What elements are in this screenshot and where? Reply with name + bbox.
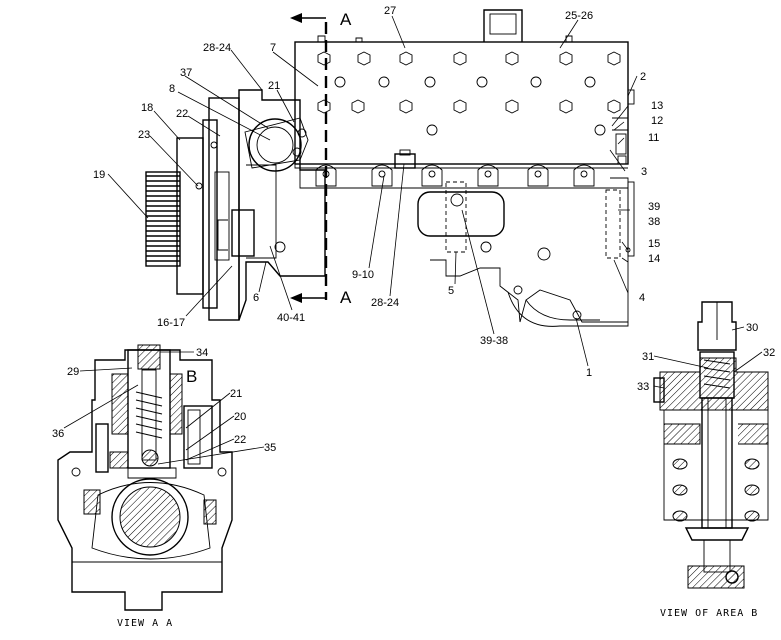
callout-33: 33 [637,381,649,393]
section-marks: A A B [186,10,352,386]
callout-12: 12 [651,115,663,127]
callout-labels: 27 25-26 7 28-24 2 37 21 8 18 22 13 12 1… [52,5,775,454]
callout-30: 30 [746,322,758,334]
callout-5: 5 [448,285,454,297]
pump-main-view [145,9,635,327]
flange-plate [176,137,204,295]
caption-view-aa: VIEW A A [117,618,173,629]
lower-cover [417,191,505,237]
caption-view-area-b: VIEW OF AREA B [660,608,758,619]
callout-22-aa: 22 [234,434,246,446]
callout-9-10: 9-10 [352,269,374,281]
callout-28-24-top: 28-24 [203,42,231,54]
callout-23: 23 [138,129,150,141]
callout-25-26: 25-26 [565,10,593,22]
section-mark-a-bottom: A [340,288,352,307]
callout-39-38: 39-38 [480,335,508,347]
callout-19: 19 [93,169,105,181]
callout-8: 8 [169,83,175,95]
view-aa-section [57,344,233,611]
callout-27: 27 [384,5,396,17]
callout-31: 31 [642,351,654,363]
housing-bolts [317,51,621,136]
callout-38-top: 38 [648,216,660,228]
callout-37: 37 [180,67,192,79]
callout-21-top: 21 [268,80,280,92]
view-captions: VIEW A A VIEW OF AREA B [117,608,758,629]
callout-11: 11 [648,132,659,144]
callout-3: 3 [641,166,647,178]
callout-29: 29 [67,366,79,378]
leader-lines [63,15,763,465]
section-mark-b: B [186,367,197,386]
callout-15: 15 [648,238,660,250]
callout-28-24-bottom: 28-24 [371,297,399,309]
callout-4: 4 [639,292,645,304]
section-mark-a-top: A [340,10,352,29]
callout-2: 2 [640,71,646,83]
callout-1: 1 [586,367,592,379]
callout-32: 32 [763,347,775,359]
callout-22-top: 22 [176,108,188,120]
callout-16-17: 16-17 [157,317,185,329]
callout-34: 34 [196,347,208,359]
callout-40-41: 40-41 [277,312,305,324]
callout-6: 6 [253,292,259,304]
callout-18: 18 [141,102,153,114]
callout-36: 36 [52,428,64,440]
pump-top-housing [294,41,629,165]
view-area-b [653,301,769,589]
callout-14: 14 [648,253,660,265]
drive-gear [145,171,181,267]
callout-21-aa: 21 [230,388,242,400]
callout-7: 7 [270,42,276,54]
callout-39-top: 39 [648,201,660,213]
callout-13: 13 [651,100,663,112]
callout-20: 20 [234,411,246,423]
callout-35: 35 [264,442,276,454]
